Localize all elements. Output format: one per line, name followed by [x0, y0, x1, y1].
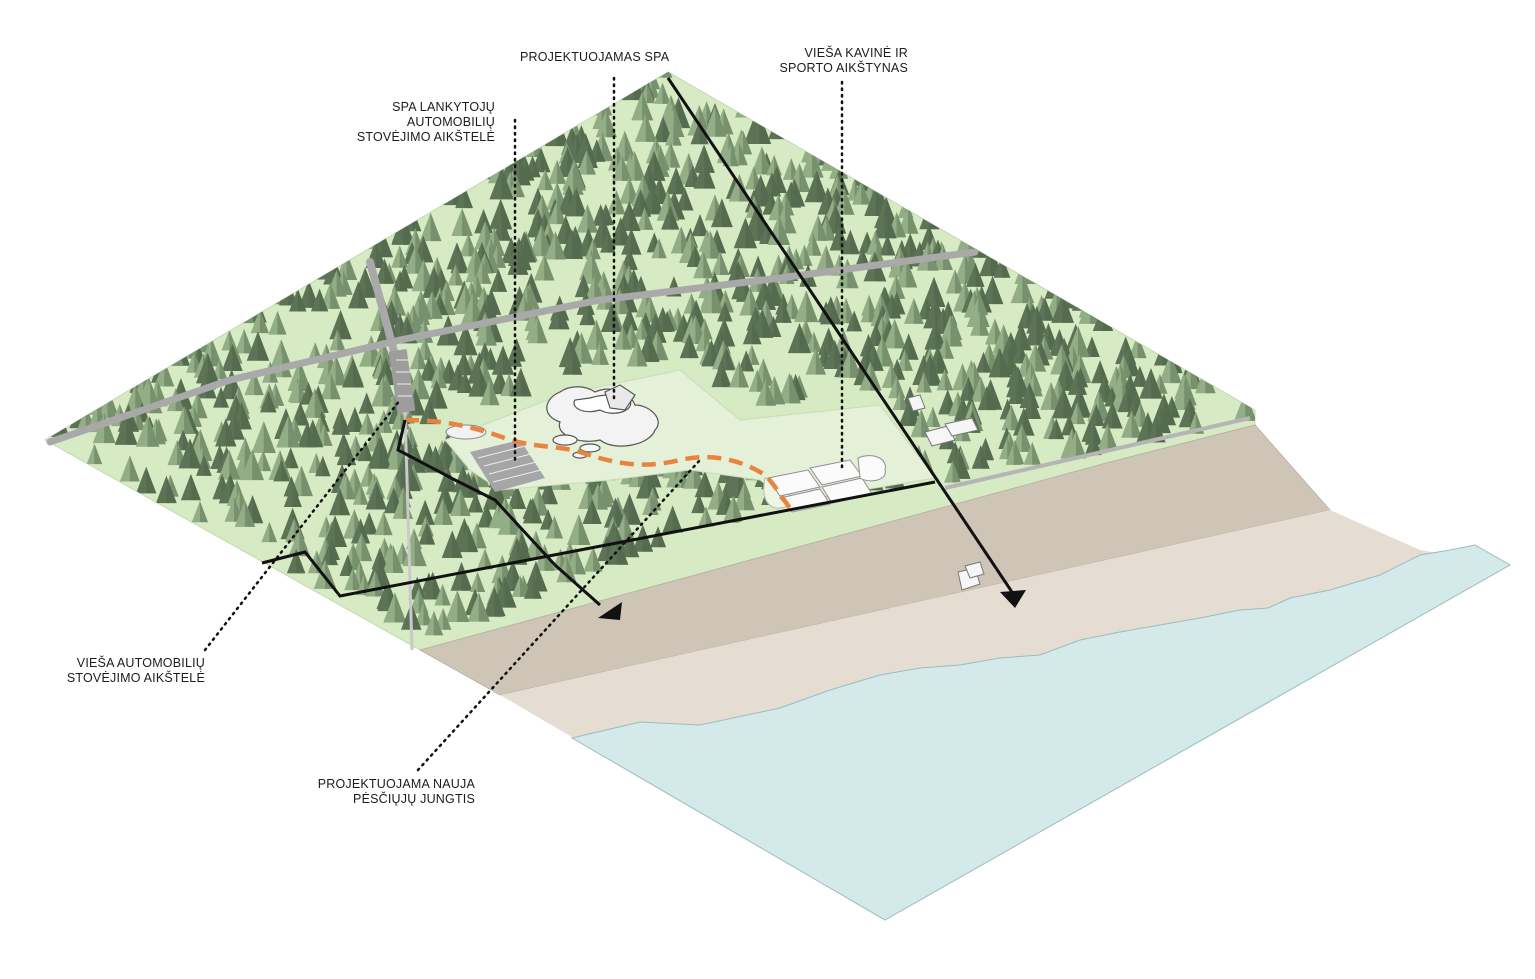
label-projected-spa: PROJEKTUOJAMAS SPA	[520, 50, 669, 65]
tree-shade	[828, 140, 838, 165]
label-line: PROJEKTUOJAMA NAUJA	[318, 777, 475, 792]
label-public-parking: VIEŠA AUTOMOBILIŲ STOVĖJIMO AIKŠTELĖ	[67, 656, 205, 686]
tree-shade	[745, 92, 755, 118]
tree-shade	[969, 220, 981, 251]
tree	[819, 140, 838, 165]
label-line: PROJEKTUOJAMAS SPA	[520, 50, 669, 65]
label-line: STOVĖJIMO AIKŠTELĖ	[67, 671, 205, 686]
label-line: AUTOMOBILIŲ	[357, 115, 495, 130]
tree-shade	[1090, 294, 1101, 324]
tree	[735, 92, 754, 118]
tree-shade	[1089, 291, 1099, 318]
tree-shade	[1059, 277, 1067, 299]
tree	[919, 203, 939, 229]
tree	[1072, 286, 1091, 311]
label-public-cafe-sports: VIEŠA KAVINĖ IR SPORTO AIKŠTYNAS	[780, 46, 908, 76]
label-line: SPA LANKYTOJŲ	[357, 100, 495, 115]
label-spa-visitor-parking: SPA LANKYTOJŲ AUTOMOBILIŲ STOVĖJIMO AIKŠ…	[357, 100, 495, 145]
tree-shade	[864, 154, 876, 186]
tree	[1079, 291, 1099, 318]
label-line: PĖSČIŲJŲ JUNGTIS	[318, 792, 475, 807]
tree-shade	[1081, 286, 1090, 311]
label-line: SPORTO AIKŠTYNAS	[780, 61, 908, 76]
tree	[852, 154, 876, 186]
tree-shade	[1068, 279, 1079, 308]
tree-shade	[1094, 295, 1103, 318]
tree-shade	[1138, 334, 1147, 358]
label-line: VIEŠA KAVINĖ IR	[780, 46, 908, 61]
tree-shade	[1026, 254, 1037, 284]
tree-shade	[867, 166, 876, 189]
tree-shade	[819, 137, 830, 165]
label-new-pedestrian-link: PROJEKTUOJAMA NAUJA PĖSČIŲJŲ JUNGTIS	[318, 777, 475, 807]
tree-shade	[974, 225, 983, 250]
tree-shade	[978, 234, 987, 257]
tree-shade	[972, 220, 983, 249]
label-line: STOVĖJIMO AIKŠTELĖ	[357, 130, 495, 145]
label-line: VIEŠA AUTOMOBILIŲ	[67, 656, 205, 671]
tree-shade	[1245, 391, 1256, 420]
